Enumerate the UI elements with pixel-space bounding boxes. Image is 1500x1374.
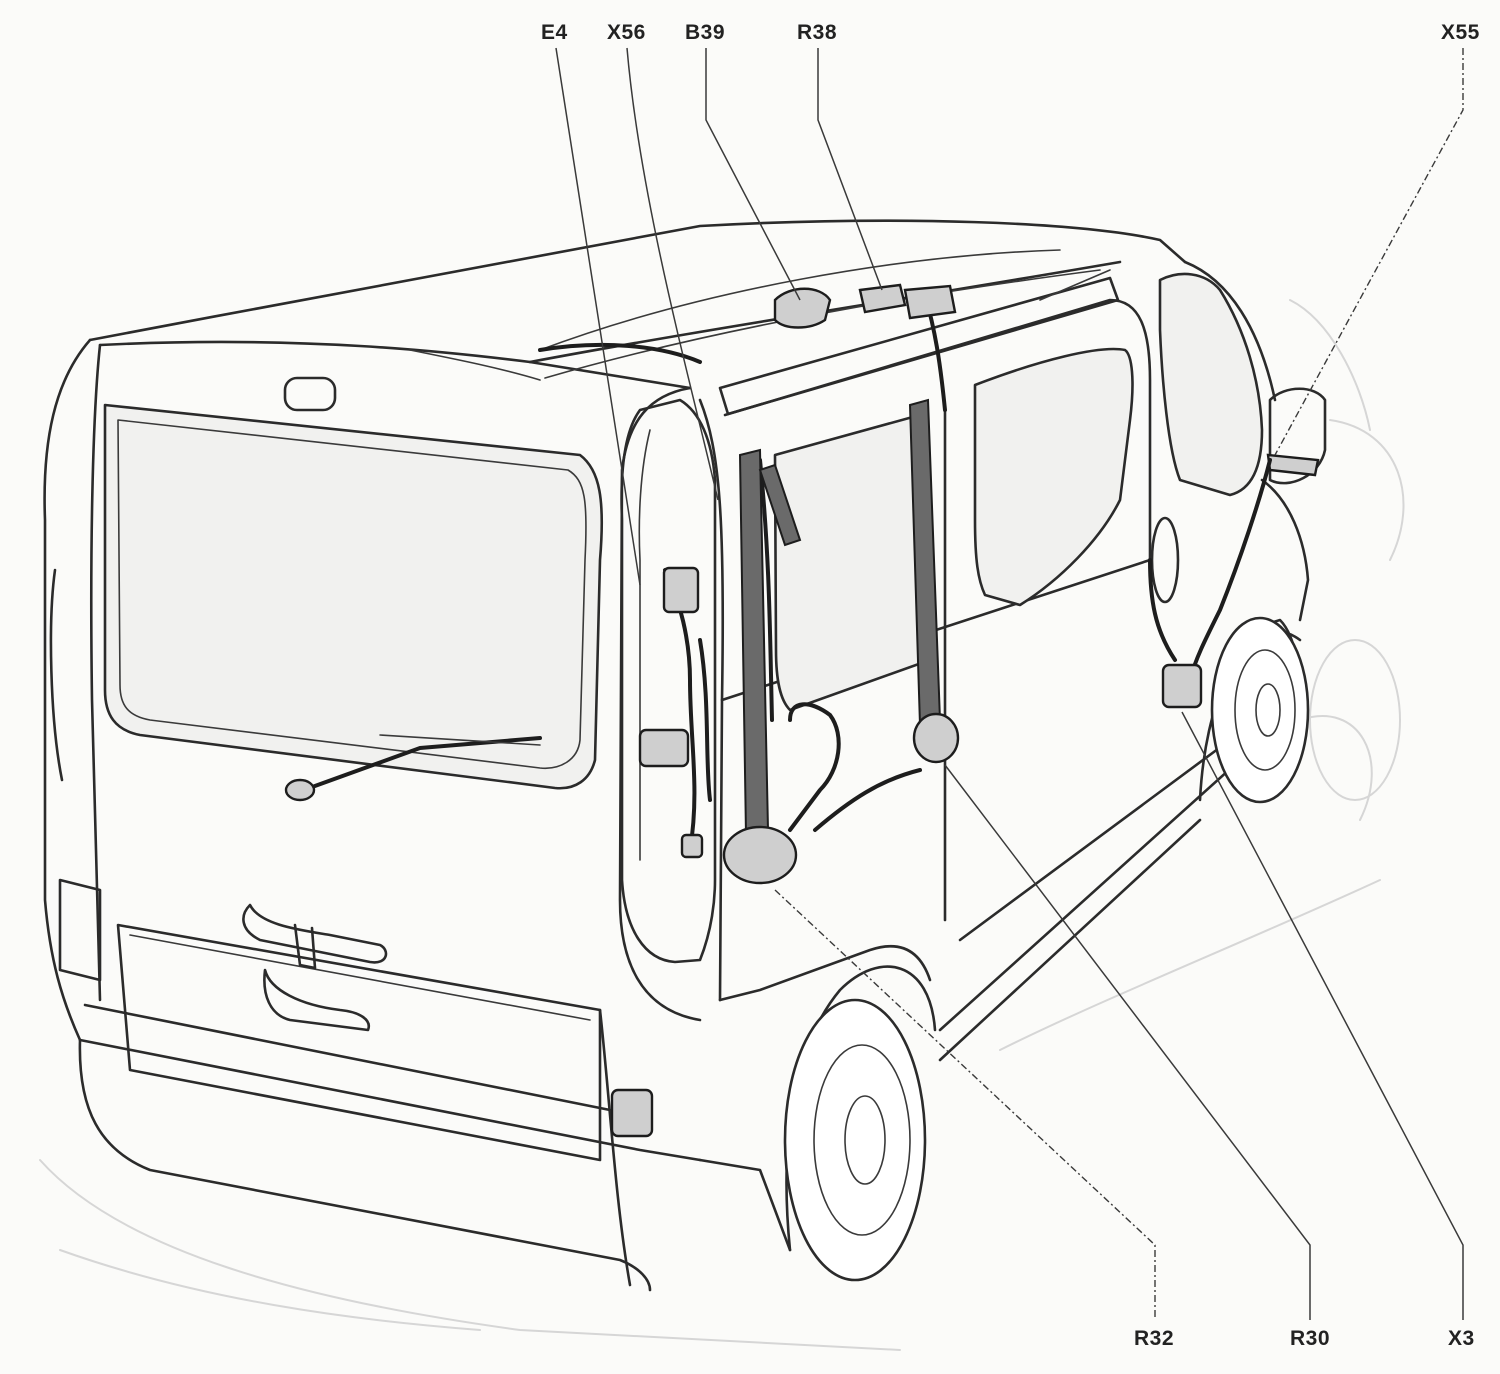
rear-handle — [242, 903, 388, 1032]
callout-b39: B39 — [685, 21, 726, 44]
callout-x55: X55 — [1441, 21, 1480, 44]
leader-x56 — [626, 47, 719, 501]
brake-light — [283, 376, 337, 412]
callout-e4: E4 — [541, 21, 568, 44]
rear-body — [43, 338, 725, 1292]
leader-r32 — [774, 889, 1156, 1320]
right-tail-light — [620, 398, 717, 964]
callout-r38: R38 — [797, 21, 838, 44]
rear-window — [103, 403, 604, 790]
leader-b39 — [705, 48, 801, 301]
leader-x55 — [1274, 48, 1464, 456]
side-body — [698, 298, 1242, 1252]
leader-e4 — [555, 47, 641, 586]
leader-lines — [555, 47, 1464, 1320]
leader-r38 — [817, 48, 883, 291]
callout-x3: X3 — [1448, 1327, 1475, 1350]
leader-x3 — [1181, 711, 1464, 1320]
leader-r30 — [944, 764, 1311, 1320]
rear-wiper — [284, 734, 542, 802]
callout-r32: R32 — [1134, 1327, 1175, 1350]
front-wheel — [1198, 616, 1310, 804]
callout-r30: R30 — [1290, 1327, 1331, 1350]
ghost-outline — [39, 299, 1405, 1351]
left-tail-light — [49, 568, 102, 982]
side-windows — [773, 272, 1264, 712]
rear-wheel — [783, 965, 937, 1282]
seat-belts — [738, 398, 942, 837]
callout-x56: X56 — [607, 21, 646, 44]
side-mirror — [1266, 387, 1327, 485]
fuel-cap — [1150, 516, 1180, 604]
components — [610, 283, 1203, 1138]
